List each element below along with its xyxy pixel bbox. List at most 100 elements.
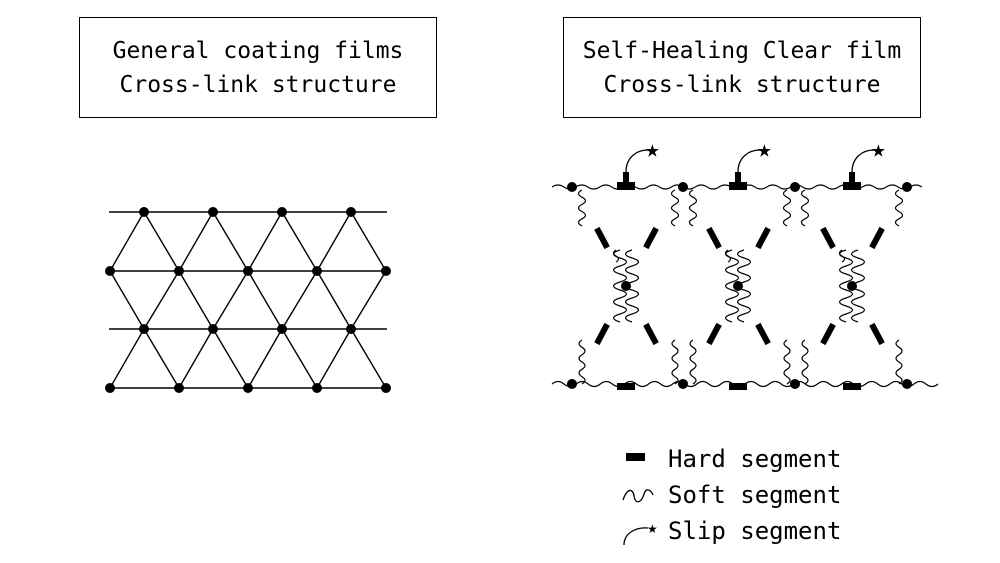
lattice-bond (109, 270, 145, 330)
hard-segment (729, 383, 747, 390)
soft-segment (801, 339, 809, 385)
crosslink-node (208, 207, 218, 217)
crosslink-node (174, 383, 184, 393)
hard-segment (755, 226, 771, 250)
crosslink-node (381, 383, 391, 393)
soft-segment (689, 339, 697, 385)
soft-segment (724, 249, 740, 323)
slip-segment (625, 149, 649, 173)
lattice-bond (247, 328, 283, 389)
right-title-box: Self-Healing Clear film Cross-link struc… (563, 17, 921, 118)
hard-segment (594, 322, 610, 346)
soft-segment-icon (622, 489, 654, 503)
crosslink-node (678, 379, 688, 389)
crosslink-node (847, 281, 857, 291)
crosslink-node (277, 207, 287, 217)
legend-hard-label: Hard segment (668, 445, 842, 473)
hard-segment-icon (626, 453, 645, 461)
right-title-line2: Cross-link structure (603, 71, 881, 98)
crosslink-node (790, 182, 800, 192)
lattice-bond (281, 270, 318, 330)
lattice-bond (350, 328, 387, 389)
soft-segment (724, 249, 732, 263)
lattice-bond (178, 270, 214, 330)
crosslink-node (139, 324, 149, 334)
crosslink-node (105, 266, 115, 276)
soft-segment (671, 339, 679, 385)
hard-segment (869, 322, 885, 346)
soft-segment (670, 189, 680, 227)
hard-segment (735, 172, 741, 183)
hard-segment (843, 383, 861, 390)
crosslink-node (312, 383, 322, 393)
left-title-line2: Cross-link structure (119, 71, 397, 98)
crosslink-node (346, 324, 356, 334)
soft-segment (894, 189, 904, 227)
svg-text:★: ★ (647, 522, 658, 536)
crosslink-node (733, 281, 743, 291)
crosslink-node (621, 281, 631, 291)
lattice-bond (350, 211, 387, 272)
hard-segment (820, 322, 836, 346)
hard-segment (706, 226, 722, 250)
crosslink-node (381, 266, 391, 276)
crosslink-node (139, 207, 149, 217)
lattice-bond (247, 270, 283, 330)
hard-segment (820, 226, 836, 250)
hard-segment (643, 322, 659, 346)
crosslink-node (208, 324, 218, 334)
left-title-box: General coating films Cross-link structu… (79, 17, 437, 118)
lattice-bond (143, 270, 180, 330)
hard-segment (843, 182, 861, 190)
slip-star-icon: ★ (647, 144, 658, 158)
soft-segment (838, 249, 854, 323)
lattice-bond (316, 270, 352, 330)
hard-segment (729, 182, 747, 190)
soft-segment (800, 189, 810, 227)
slip-segment (737, 149, 761, 173)
lattice-bond (109, 211, 145, 272)
crosslink-node (678, 182, 688, 192)
slip-star-icon: ★ (759, 144, 770, 158)
soft-segment (783, 339, 791, 385)
lattice-bond (281, 211, 318, 272)
lattice-bond (143, 211, 180, 272)
hard-segment (623, 172, 629, 183)
hard-segment (617, 383, 635, 390)
soft-segment (577, 189, 587, 227)
crosslink-node (174, 266, 184, 276)
slip-star-icon: ★ (873, 144, 884, 158)
soft-segment (782, 189, 792, 227)
left-title-line1: General coating films (112, 37, 404, 64)
lattice-bond (316, 211, 352, 272)
legend-slip-label: Slip segment (668, 517, 842, 545)
slip-segment-icon: ★ (623, 522, 658, 546)
lattice-bond (212, 270, 249, 330)
hard-segment (594, 226, 610, 250)
lattice-bond (178, 328, 214, 389)
lattice-bond (212, 328, 249, 389)
lattice-bond (350, 270, 387, 330)
soft-segment (838, 249, 846, 263)
lattice-bond (316, 328, 352, 389)
lattice-bond (109, 328, 145, 389)
crosslink-node (243, 266, 253, 276)
crosslink-node (105, 383, 115, 393)
crosslink-node (902, 182, 912, 192)
hard-segment (643, 226, 659, 250)
lattice-bond (212, 211, 249, 272)
crosslink-node (567, 182, 577, 192)
crosslink-node (277, 324, 287, 334)
soft-segment (895, 339, 903, 385)
crosslink-node (346, 207, 356, 217)
lattice-bond (281, 328, 318, 389)
crosslink-node (790, 379, 800, 389)
crosslink-node (243, 383, 253, 393)
crosslink-node (567, 379, 577, 389)
crosslink-node (902, 379, 912, 389)
lattice-bond (178, 211, 214, 272)
right-title-line1: Self-Healing Clear film (582, 37, 902, 64)
legend-soft-label: Soft segment (668, 481, 842, 509)
